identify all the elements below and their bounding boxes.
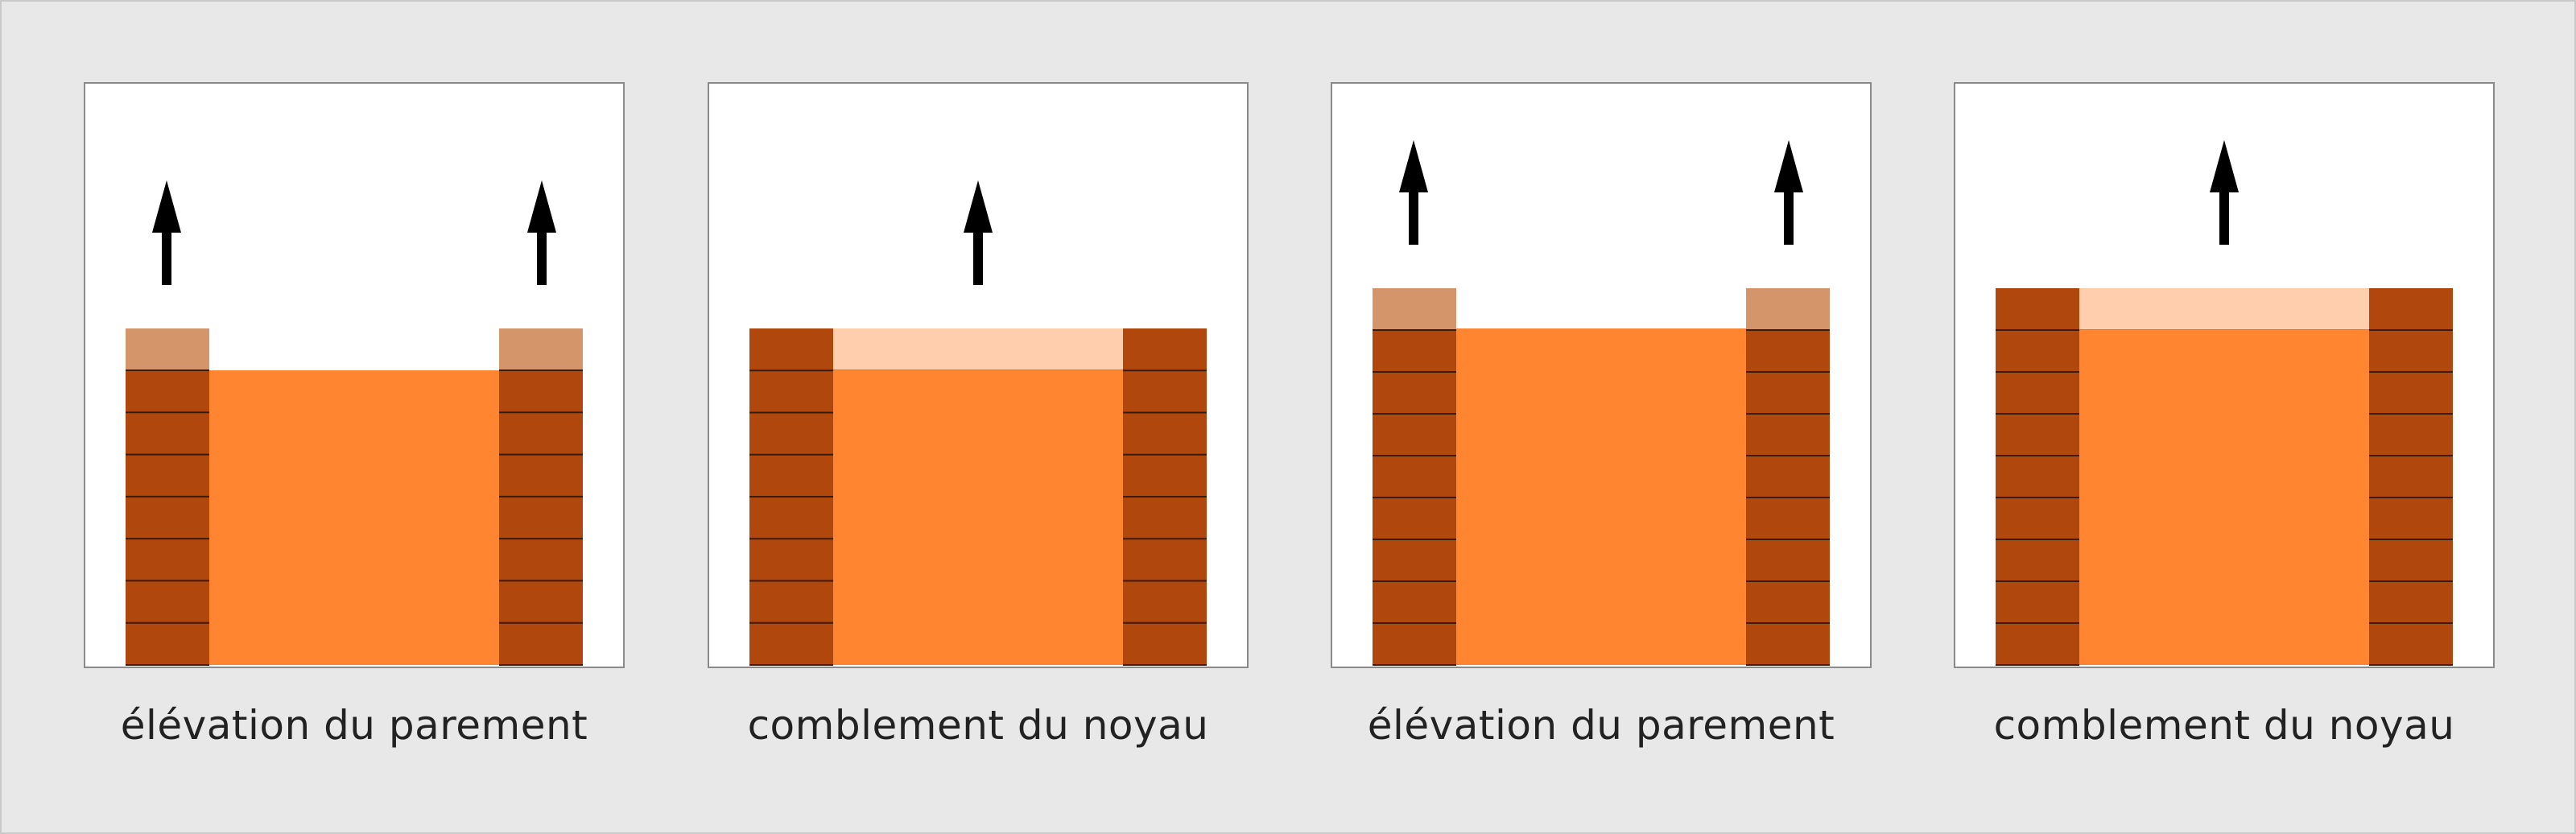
- wall-section-drawing: [1996, 140, 2453, 666]
- core-new-fill-layer: [2079, 288, 2369, 330]
- core-fill: [209, 370, 499, 665]
- caption-core-filling-1: comblement du noyau: [747, 702, 1209, 749]
- arrow-up-icon: [964, 180, 993, 285]
- caption-facing-raising-1: élévation du parement: [120, 702, 588, 749]
- arrow-up-icon: [2210, 140, 2239, 245]
- facing-wall-left: [126, 370, 209, 665]
- arrow-up-icon: [1774, 140, 1803, 245]
- core-new-fill-layer: [833, 328, 1123, 370]
- facing-new-course-left: [1373, 288, 1456, 330]
- facing-new-course-left: [126, 328, 209, 370]
- facing-new-course-right: [499, 328, 583, 370]
- core-fill: [1456, 328, 1746, 665]
- arrow-up-icon: [152, 180, 181, 285]
- core-fill: [2079, 330, 2369, 665]
- facing-wall-right: [2369, 288, 2453, 665]
- facing-new-course-right: [1746, 288, 1830, 330]
- facing-wall-left: [1996, 288, 2079, 665]
- arrow-up-icon: [1399, 140, 1428, 245]
- wall-section-drawing: [126, 180, 583, 666]
- panel-facing-raising-2: [1331, 82, 1872, 668]
- panel-core-filling-1: [708, 82, 1249, 668]
- wall-section-drawing: [1373, 140, 1830, 666]
- panel-facing-raising-1: [84, 82, 625, 668]
- facing-wall-right: [499, 370, 583, 665]
- panel-core-filling-2: [1954, 82, 2495, 668]
- caption-facing-raising-2: élévation du parement: [1367, 702, 1835, 749]
- wall-section-drawing: [749, 180, 1207, 666]
- arrow-up-icon: [527, 180, 556, 285]
- caption-core-filling-2: comblement du noyau: [1993, 702, 2455, 749]
- core-fill: [833, 370, 1123, 665]
